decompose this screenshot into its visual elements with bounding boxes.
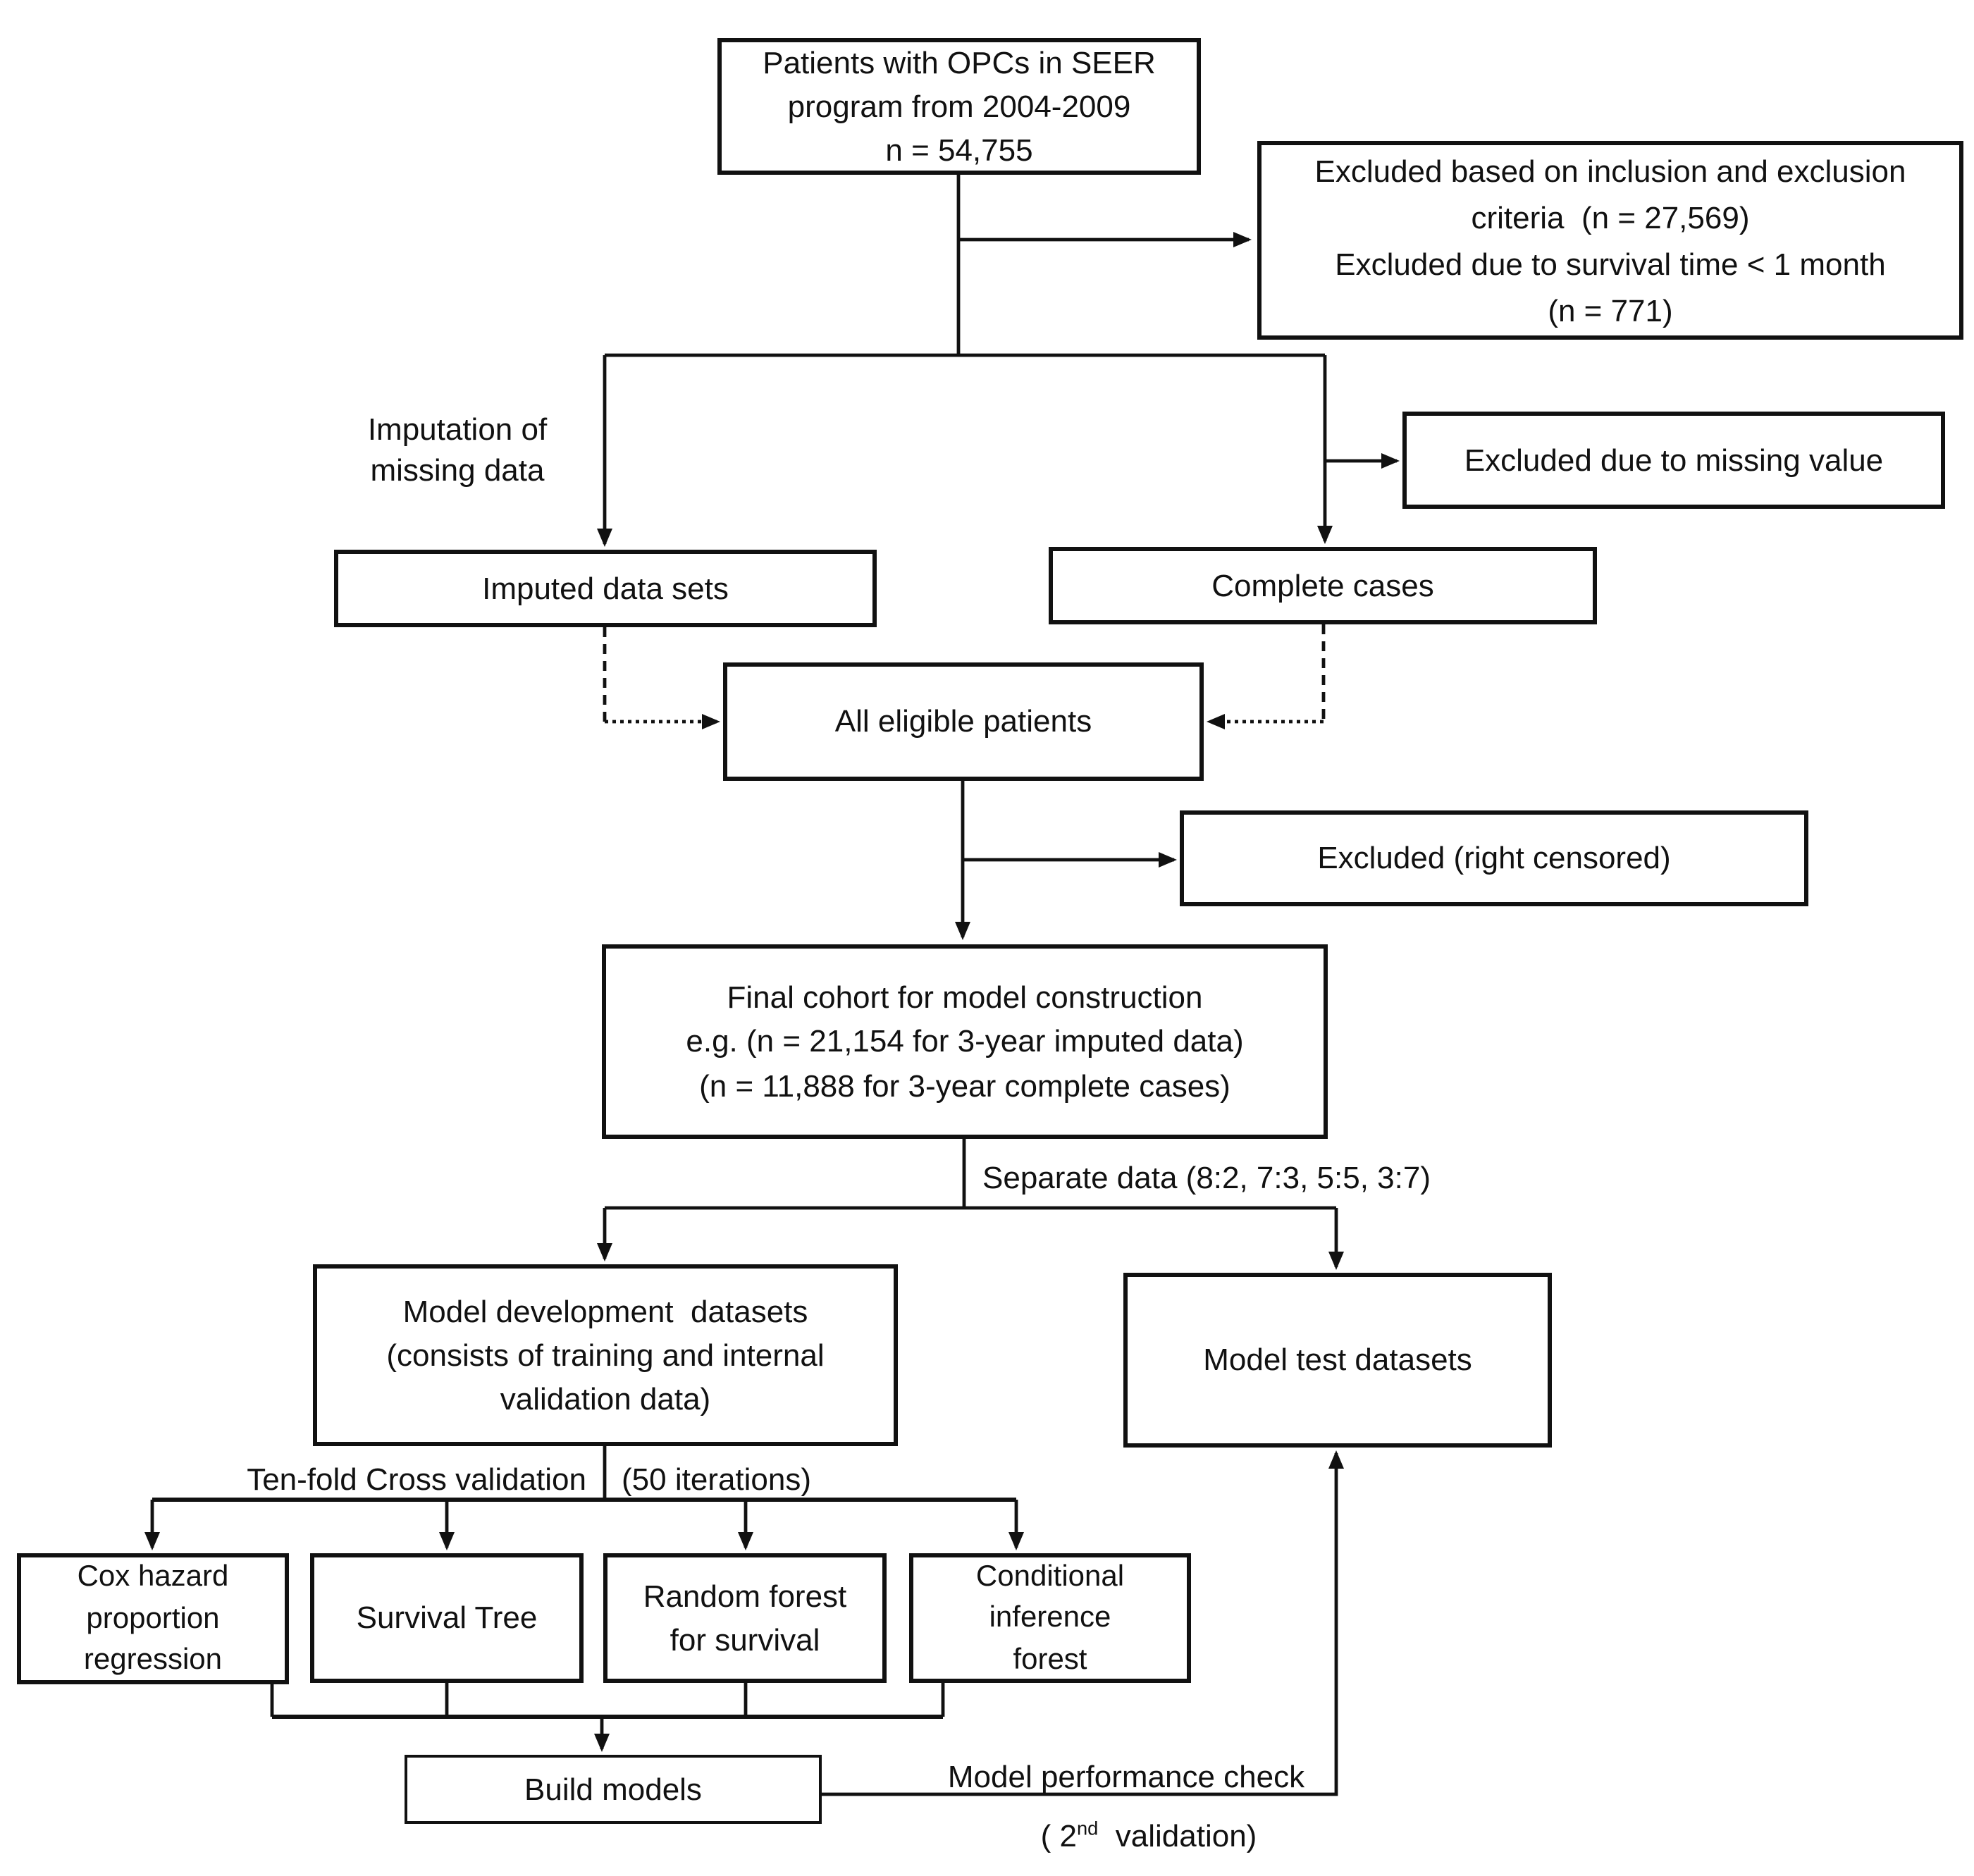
node-build-models: Build models — [405, 1755, 822, 1824]
label-imputation-of-missing-data: Imputation of missing data — [367, 412, 548, 488]
label-50-iterations: (50 iterations) — [622, 1462, 812, 1497]
node-conditional-inference: Conditional inference forest — [909, 1553, 1191, 1683]
node-complete-cases: Complete cases — [1049, 547, 1597, 624]
label-second-validation: ( 2nd validation) — [984, 1815, 1314, 1856]
node-excluded-criteria: Excluded based on inclusion and exclusio… — [1257, 141, 1963, 340]
label-second-validation-post: validation) — [1098, 1818, 1257, 1853]
node-model-development: Model development datasets (consists of … — [313, 1264, 898, 1446]
node-cox-hazard: Cox hazard proportion regression — [17, 1553, 289, 1684]
node-excluded-right-censored: Excluded (right censored) — [1180, 810, 1808, 906]
label-second-validation-pre: ( 2 — [1040, 1818, 1077, 1853]
node-excluded-missing-value: Excluded due to missing value — [1402, 412, 1945, 509]
node-survival-tree: Survival Tree — [310, 1553, 584, 1683]
node-all-eligible-patients: All eligible patients — [723, 662, 1204, 781]
node-model-test: Model test datasets — [1123, 1273, 1552, 1448]
edge-performance-check-arrow — [822, 1450, 1344, 1796]
label-second-validation-sup: nd — [1077, 1818, 1099, 1839]
label-separate-data: Separate data (8:2, 7:3, 5:5, 3:7) — [982, 1160, 1431, 1195]
node-random-forest: Random forest for survival — [603, 1553, 887, 1683]
node-patients-source: Patients with OPCs in SEER program from … — [717, 38, 1201, 175]
label-tenfold-cross-validation: Ten-fold Cross validation — [247, 1462, 586, 1497]
node-imputed-data-sets: Imputed data sets — [334, 550, 877, 627]
label-model-performance-check: Model performance check — [947, 1759, 1305, 1794]
node-final-cohort: Final cohort for model construction e.g.… — [602, 944, 1328, 1139]
